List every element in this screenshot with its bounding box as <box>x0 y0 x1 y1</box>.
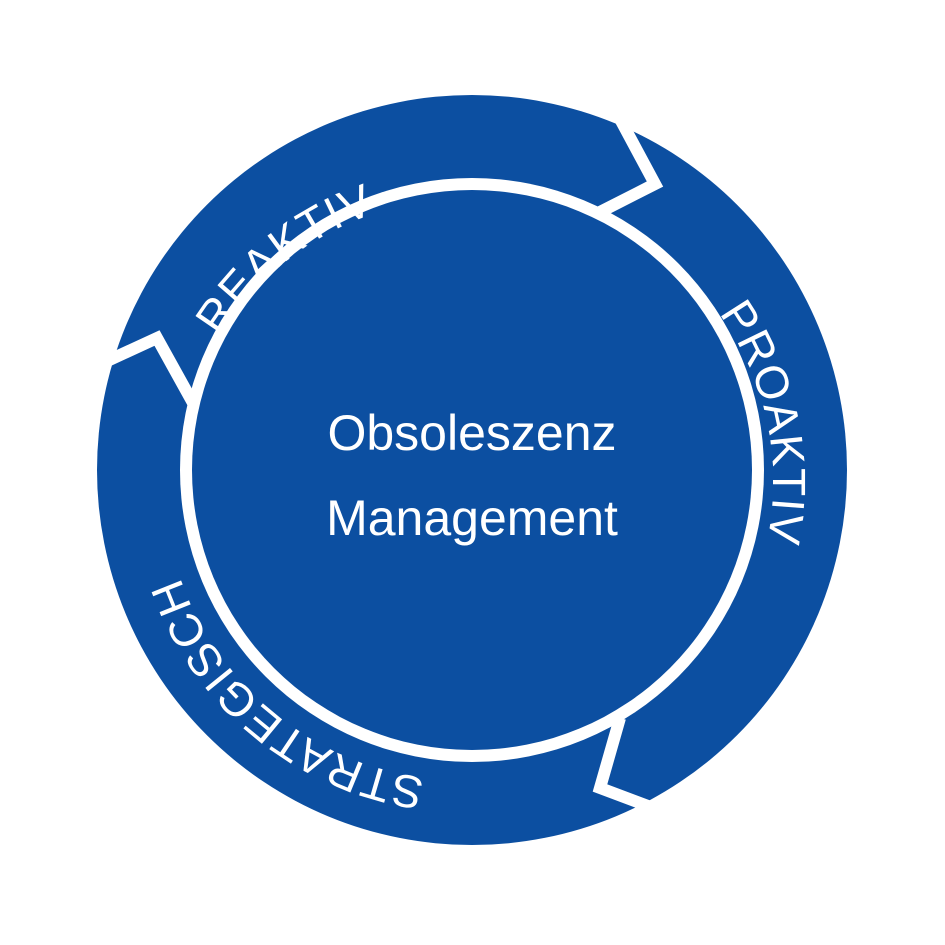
center-title-line2: Management <box>326 490 618 546</box>
center-title-line1: Obsoleszenz <box>327 405 616 461</box>
segment-divider-left <box>89 330 204 415</box>
segment-divider-top-right <box>597 101 664 218</box>
segment-divider-bottom-right <box>592 716 683 824</box>
center-disc <box>192 190 752 750</box>
